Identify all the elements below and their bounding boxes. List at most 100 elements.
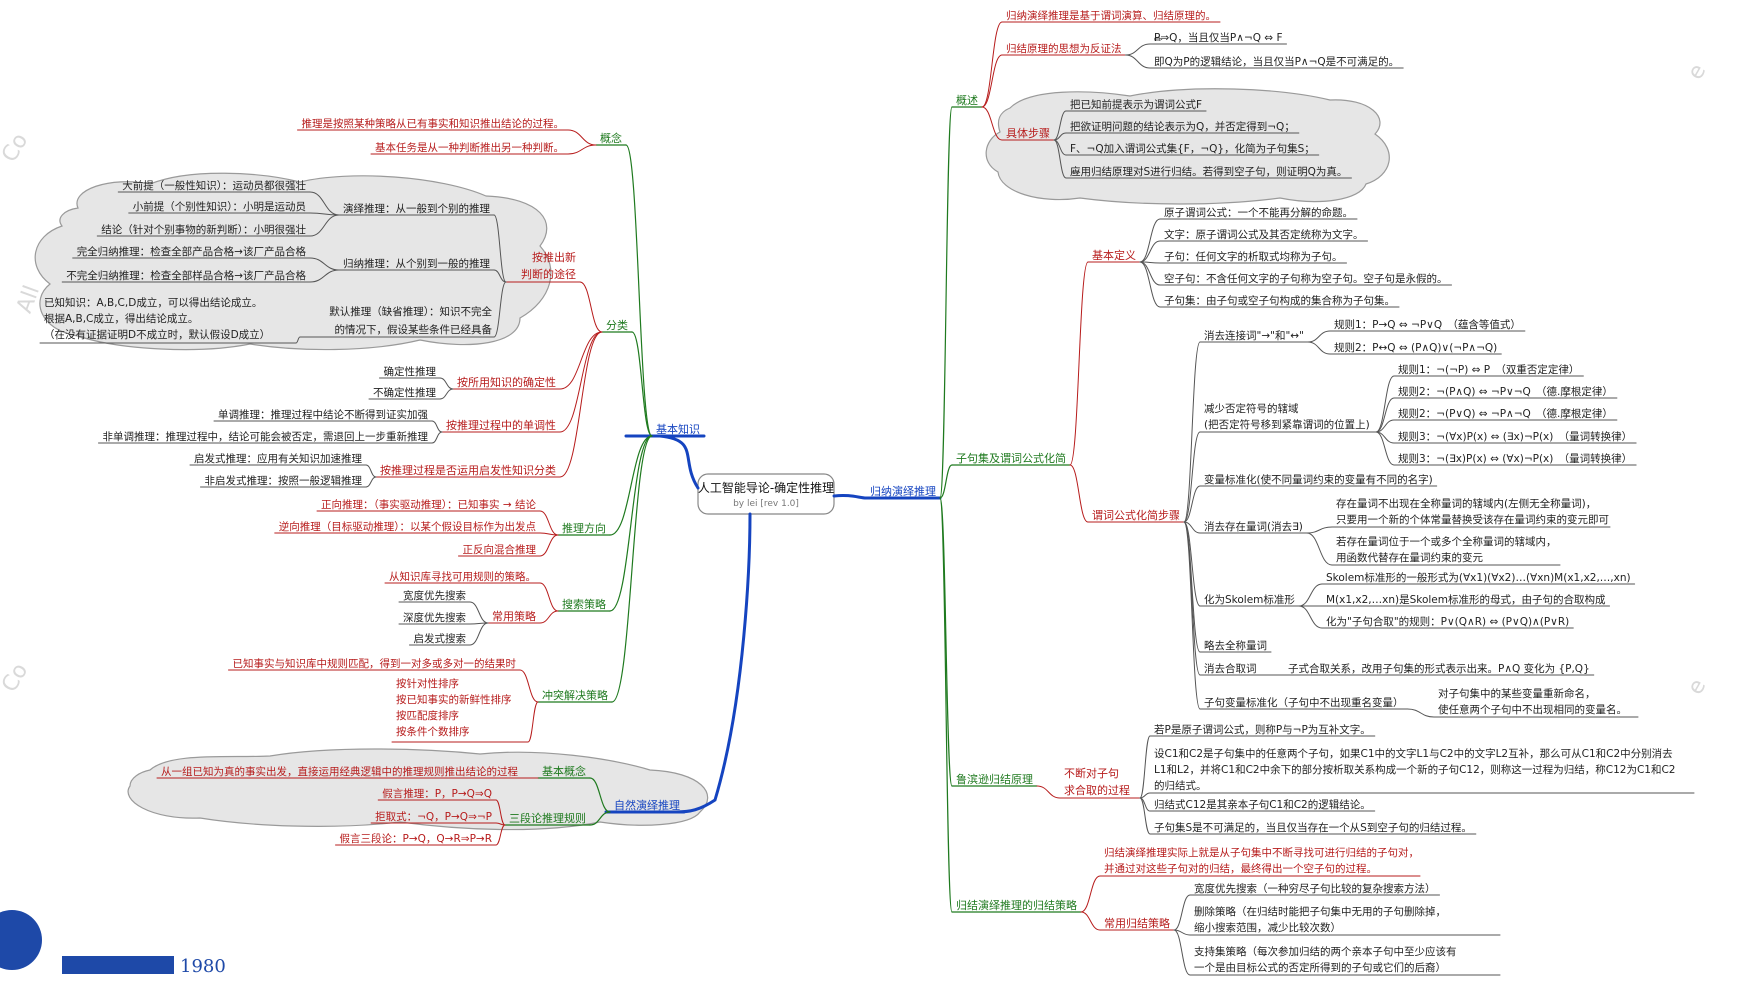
node-label[interactable]: 对子句集中的某些变量重新命名， <box>1438 687 1596 700</box>
node-label[interactable]: 假言三段论：P→Q，Q→R⇒P→R <box>340 832 492 845</box>
node-label[interactable]: 只要用一个新的个体常量替换受该存在量词约束的变元即可 <box>1336 513 1609 526</box>
root-node[interactable]: 人工智能导论-确定性推理 by lei [rev 1.0] <box>697 473 835 515</box>
node-label[interactable]: 规则1：P→Q ⇔ ¬P∨Q （蕴含等值式） <box>1334 318 1521 331</box>
node-label[interactable]: 演绎推理：从一般到个别的推理 <box>343 202 490 215</box>
node-label[interactable]: 用函数代替存在量词约束的变元 <box>1336 551 1483 564</box>
node-label[interactable]: 缩小搜索范围，减少比较次数） <box>1194 921 1341 934</box>
node-label[interactable]: 从知识库寻找可用规则的策略。 <box>389 570 536 583</box>
node-label[interactable]: 求合取的过程 <box>1064 783 1130 797</box>
node-label[interactable]: 略去全称量词 <box>1204 639 1267 652</box>
node-label[interactable]: 若存在量词位于一个或多个全称量词的辖域内， <box>1336 535 1557 548</box>
node-label[interactable]: F、¬Q加入谓词公式集{F，¬Q}，化简为子句集S； <box>1070 142 1315 155</box>
node-label[interactable]: 一个是由目标公式的否定所得到的子句或它们的后裔） <box>1194 961 1446 974</box>
node-label[interactable]: 已知知识：A,B,C,D成立，可以得出结论成立。 <box>44 296 262 309</box>
node-label[interactable]: 子句变量标准化（子句中不出现重名变量） <box>1204 696 1404 709</box>
node-label[interactable]: 假言推理：P，P→Q⇒Q <box>382 787 492 800</box>
node-label[interactable]: 并通过对这些子句对的归结，最终得出一个空子句的过程。 <box>1104 862 1377 875</box>
node-label[interactable]: 规则3：¬(∃x)P(x) ⇔ (∀x)¬P(x) （量词转换律） <box>1398 452 1632 465</box>
node-label[interactable]: 支持集策略（每次参加归结的两个亲本子句中至少应该有 <box>1194 945 1457 958</box>
node-label[interactable]: 化为Skolem标准形 <box>1204 593 1295 606</box>
node-label[interactable]: 自然演绎推理 <box>614 798 680 812</box>
node-label[interactable]: 的情况下，假设某些条件已经具备 <box>335 323 493 336</box>
node-label[interactable]: (把否定符号移到紧靠谓词的位置上) <box>1204 418 1370 431</box>
node-label[interactable]: 启发式搜索 <box>414 632 467 645</box>
node-label[interactable]: 基本知识 <box>656 422 700 436</box>
node-label[interactable]: 子式合取关系，改用子句集的形式表示出来。P∧Q 变化为 {P,Q} <box>1288 662 1590 675</box>
node-label[interactable]: 即Q为P的逻辑结论，当且仅当P∧¬Q是不可满足的。 <box>1154 55 1399 68</box>
node-label[interactable]: M(x1,x2,…xn)是Skolem标准形的母式，由子句的合取构成 <box>1326 593 1606 606</box>
node-label[interactable]: 规则2：¬(P∧Q) ⇔ ¬P∨¬Q （德.摩根定律） <box>1398 385 1613 398</box>
node-label[interactable]: 不确定性推理 <box>373 386 436 399</box>
node-label[interactable]: 使任意两个子句中不出现相同的变量名。 <box>1438 703 1627 716</box>
node-label[interactable]: 空子句：不含任何文字的子句称为空子句。空子句是永假的。 <box>1164 272 1448 285</box>
node-label[interactable]: 按针对性排序 <box>396 677 459 690</box>
node-label[interactable]: 存在量词不出现在全称量词的辖域内(左侧无全称量词)， <box>1336 497 1596 510</box>
node-label[interactable]: 删除策略（在归结时能把子句集中无用的子句删除掉， <box>1194 905 1446 918</box>
node-label[interactable]: 鲁滨逊归结原理 <box>956 772 1033 786</box>
node-label[interactable]: 子句集S是不可满足的，当且仅当存在一个从S到空子句的归结过程。 <box>1154 821 1472 834</box>
node-label[interactable]: 单调推理：推理过程中结论不断得到证实加强 <box>218 408 428 421</box>
node-label[interactable]: P⇒Q，当且仅当P∧¬Q ⇔ F <box>1154 31 1283 44</box>
node-label[interactable]: 分类 <box>606 318 628 332</box>
node-label[interactable]: 冲突解决策略 <box>542 688 608 702</box>
node-label[interactable]: 基本概念 <box>542 764 586 778</box>
node-label[interactable]: 小前提（个别性知识）：小明是运动员 <box>133 200 306 213</box>
node-label[interactable]: 非单调推理：推理过程中，结论可能会被否定，需退回上一步重新推理 <box>103 430 429 443</box>
node-label[interactable]: 拒取式：¬Q，P→Q⇒¬P <box>375 810 492 823</box>
node-label[interactable]: 规则2：¬(P∨Q) ⇔ ¬P∧¬Q （德.摩根定律） <box>1398 407 1613 420</box>
node-label[interactable]: 化为"子句合取"的规则：P∨(Q∧R) ⇔ (P∨Q)∧(P∨R) <box>1326 615 1569 628</box>
node-label[interactable]: 宽度优先搜索 <box>403 589 466 602</box>
node-label[interactable]: 正向推理：（事实驱动推理）：已知事实 → 结论 <box>321 498 536 511</box>
node-label[interactable]: 正反向混合推理 <box>463 543 537 556</box>
node-label[interactable]: 具体步骤 <box>1006 126 1050 140</box>
node-label[interactable]: 归结演绎推理实际上就是从子句集中不断寻找可进行归结的子句对， <box>1104 846 1419 859</box>
node-label[interactable]: 设C1和C2是子句集中的任意两个子句，如果C1中的文字L1与C2中的文字L2互补… <box>1154 747 1673 760</box>
node-label[interactable]: L1和L2，并将C1和C2中余下的部分按析取关系构成一个新的子句C12，则称这一… <box>1154 763 1676 776</box>
node-label[interactable]: 归纳演绎推理是基于谓词演算、归结原理的。 <box>1006 9 1216 22</box>
node-label[interactable]: 不完全归纳推理：检查全部样品合格→该厂产品合格 <box>66 269 306 282</box>
node-label[interactable]: 根据A,B,C成立，得出结论成立。 <box>44 312 198 325</box>
node-label[interactable]: 的归结式。 <box>1154 779 1207 792</box>
node-label[interactable]: 谓词公式化简步骤 <box>1092 508 1180 522</box>
node-label[interactable]: 默认推理（缺省推理）：知识不完全 <box>329 305 492 318</box>
node-label[interactable]: 概述 <box>956 94 978 107</box>
node-label[interactable]: 启发式推理：应用有关知识加速推理 <box>194 452 362 465</box>
node-label[interactable]: 基本任务是从一种判断推出另一种判断。 <box>375 141 564 154</box>
node-label[interactable]: 按匹配度排序 <box>396 709 459 722</box>
node-label[interactable]: 把欲证明问题的结论表示为Q，并否定得到¬Q； <box>1070 120 1295 133</box>
node-label[interactable]: 按推出新 <box>532 250 576 264</box>
node-label[interactable]: Skolem标准形的一般形式为(∀x1)(∀x2)…(∀xn)M(x1,x2,…… <box>1326 571 1631 584</box>
node-label[interactable]: 按所用知识的确定性 <box>457 375 556 389</box>
node-label[interactable]: 消去合取词 <box>1204 662 1257 675</box>
node-label[interactable]: 深度优先搜索 <box>403 611 466 624</box>
node-label[interactable]: 基本定义 <box>1092 248 1136 262</box>
node-label[interactable]: 把已知前提表示为谓词公式F <box>1070 98 1202 111</box>
node-label[interactable]: 推理是按照某种策略从已有事实和知识推出结论的过程。 <box>302 117 565 130</box>
node-label[interactable]: 逆向推理（目标驱动推理）：以某个假设目标作为出发点 <box>279 520 536 533</box>
node-label[interactable]: 归纳演绎推理 <box>870 484 936 498</box>
node-label[interactable]: 常用策略 <box>492 609 536 623</box>
node-label[interactable]: 文字：原子谓词公式及其否定统称为文字。 <box>1164 228 1364 241</box>
node-label[interactable]: 搜索策略 <box>562 597 606 611</box>
node-label[interactable]: 应用归结原理对S进行归结。若得到空子句，则证明Q为真。 <box>1070 165 1347 178</box>
node-label[interactable]: 规则2：P↔Q ⇔ (P∧Q)∨(¬P∧¬Q) <box>1334 341 1497 354</box>
node-label[interactable]: 已知事实与知识库中规则匹配，得到一对多或多对一的结果时 <box>233 657 517 670</box>
node-label[interactable]: 归纳推理：从个别到一般的推理 <box>343 257 490 270</box>
node-label[interactable]: 子句集及谓词公式化简 <box>956 451 1066 465</box>
node-label[interactable]: 消去连接词"→"和"↔" <box>1204 329 1304 342</box>
node-label[interactable]: 推理方向 <box>562 521 606 535</box>
node-label[interactable]: 宽度优先搜索（一种穷尽子句比较的复杂搜索方法） <box>1194 882 1436 895</box>
node-label[interactable]: 三段论推理规则 <box>509 811 586 825</box>
node-label[interactable]: 原子谓词公式：一个不能再分解的命题。 <box>1164 206 1353 219</box>
node-label[interactable]: 不断对子句 <box>1064 766 1119 780</box>
node-label[interactable]: 非启发式推理：按照一般逻辑推理 <box>205 474 363 487</box>
node-label[interactable]: 变量标准化(使不同量词约束的变量有不同的名字) <box>1204 473 1433 486</box>
node-label[interactable]: 按已知事实的新鲜性排序 <box>396 693 512 706</box>
node-label[interactable]: 规则3：¬(∀x)P(x) ⇔ (∃x)¬P(x) （量词转换律） <box>1398 430 1632 443</box>
node-label[interactable]: 大前提（一般性知识）：运动员都很强壮 <box>122 179 306 192</box>
node-label[interactable]: （在没有证据证明D不成立时，默认假设D成立） <box>44 328 270 341</box>
node-label[interactable]: 常用归结策略 <box>1104 916 1170 930</box>
node-label[interactable]: 确定性推理 <box>384 365 437 378</box>
node-label[interactable]: 归结演绎推理的归结策略 <box>956 898 1077 912</box>
node-label[interactable]: 完全归纳推理：检查全部产品合格→该厂产品合格 <box>77 245 307 258</box>
